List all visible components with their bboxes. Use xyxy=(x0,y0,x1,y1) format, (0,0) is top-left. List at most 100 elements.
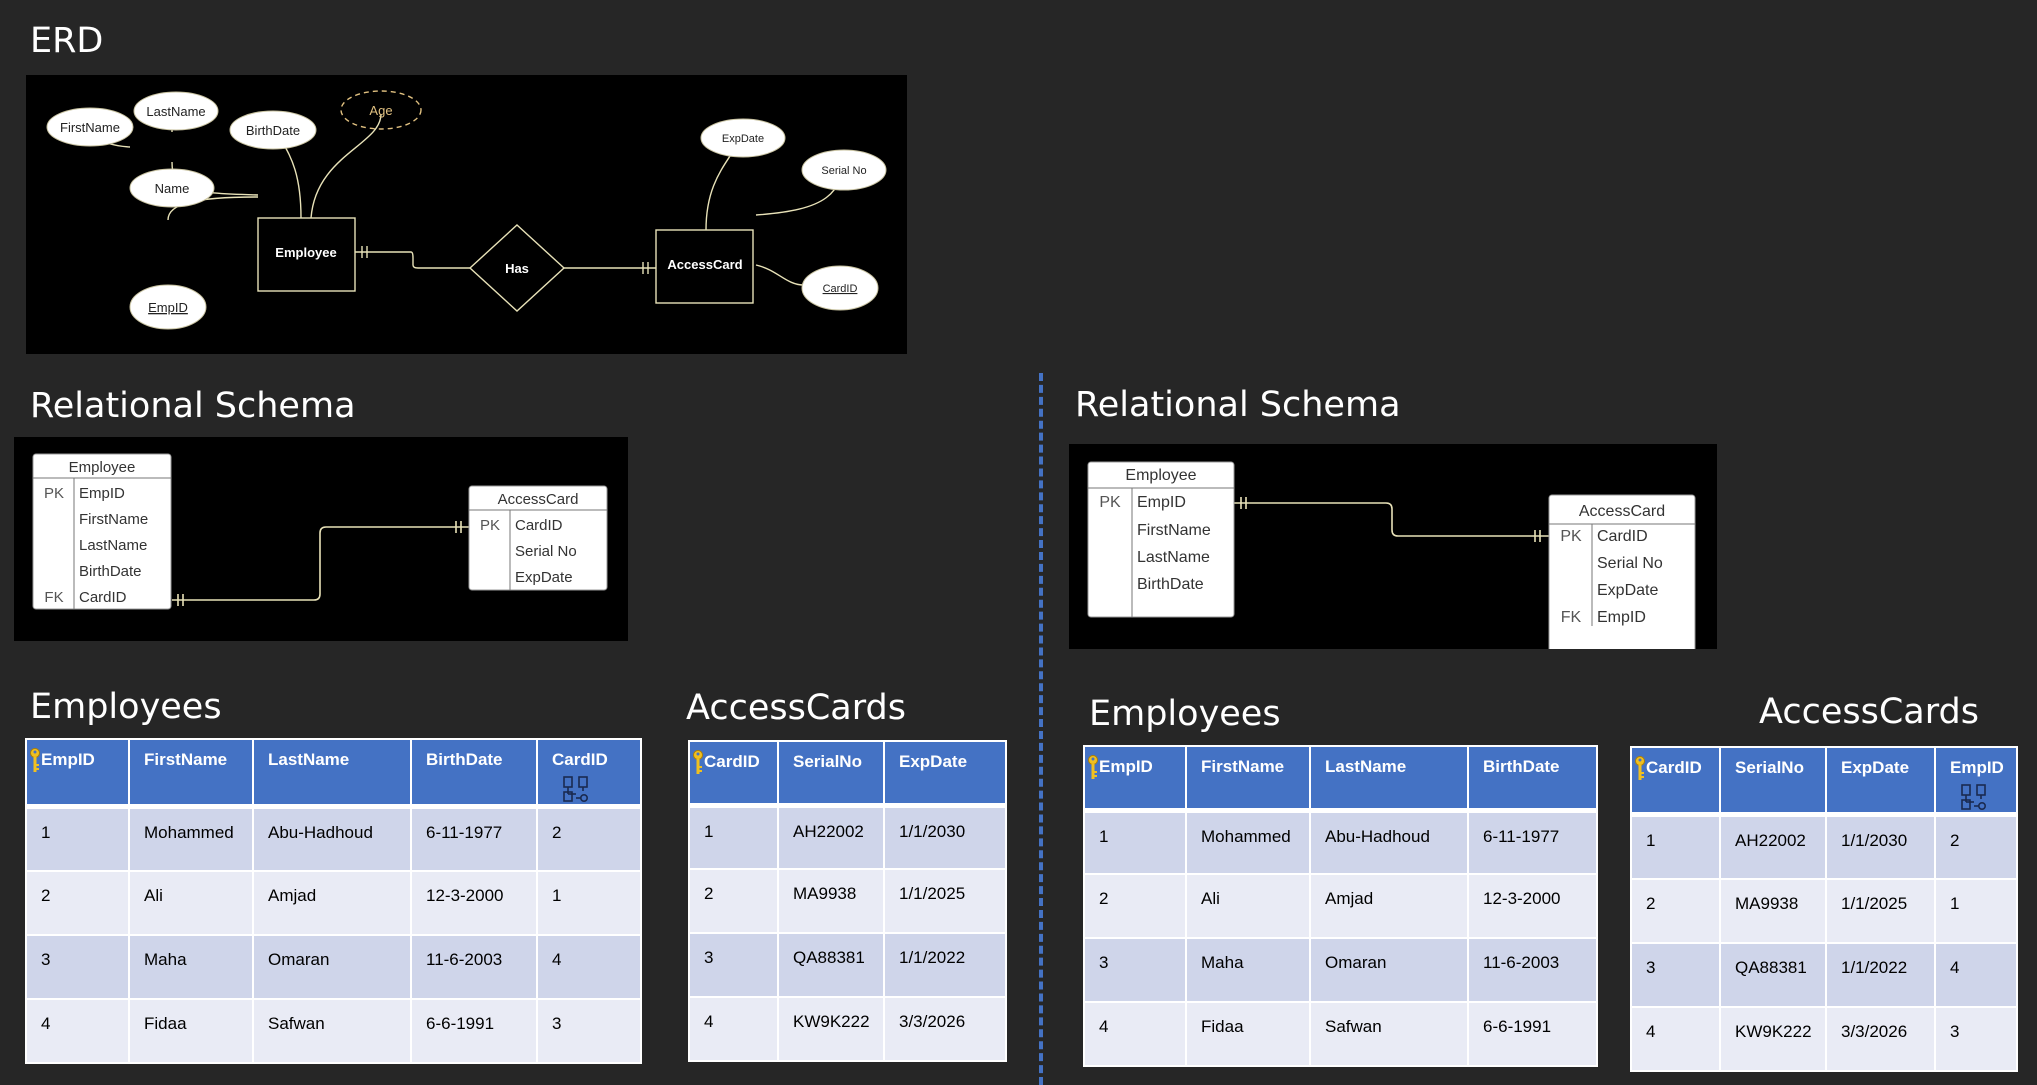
table-cell: 4 xyxy=(688,996,779,1062)
attr-name-shape xyxy=(129,168,215,208)
foreign-key-icon xyxy=(1961,784,1986,810)
table-cell: Ali xyxy=(1185,873,1311,939)
attr-serialno-shape xyxy=(801,149,887,191)
accesscards-heading-right: AccessCards xyxy=(1759,692,1979,732)
column-header-label: EmpID xyxy=(1950,758,2004,777)
table-cell: 3 xyxy=(1630,941,1721,1008)
column-header-serialno: SerialNo xyxy=(1719,746,1827,817)
attr-cardid-label: CardID xyxy=(823,283,858,295)
attr-expdate-label: ExpDate xyxy=(722,133,764,145)
column-header-label: FirstName xyxy=(1201,757,1285,776)
column-header-label: SerialNo xyxy=(1735,758,1804,777)
column-header-firstname: FirstName xyxy=(1185,745,1311,813)
entity-employee-box xyxy=(257,217,356,292)
column-header-lastname: LastName xyxy=(1309,745,1469,813)
column-header-label: CardID xyxy=(1646,758,1702,777)
schema-left-accesscard-field-2: ExpDate xyxy=(515,569,573,586)
table-cell: Safwan xyxy=(252,997,412,1064)
table-cell: Fidaa xyxy=(1185,1001,1311,1067)
table-cell: Abu-Hadhoud xyxy=(252,805,412,872)
erd-panel: FirstName LastName BirthDate Age Name Em… xyxy=(26,75,907,354)
schema-panel-right: Employee PK EmpID FirstName LastName Bir… xyxy=(1069,444,1717,678)
attr-cardid-shape xyxy=(801,265,879,311)
schema-right-accesscard-title: AccessCard xyxy=(1579,503,1665,520)
column-header-cardid: CardID xyxy=(688,740,779,808)
table-cell: 6-11-1977 xyxy=(410,805,538,872)
table-cell: 3 xyxy=(1083,937,1187,1003)
table-cell: 12-3-2000 xyxy=(1467,873,1598,939)
primary-key-icon xyxy=(1635,756,1645,780)
table-cell: 2 xyxy=(1934,813,2018,880)
table-cell: 3 xyxy=(536,997,642,1064)
table-cell: 6-6-1991 xyxy=(410,997,538,1064)
column-header-cardid: CardID xyxy=(536,738,642,809)
section-divider xyxy=(1039,373,1043,1085)
attr-age-label: Age xyxy=(369,103,392,118)
line-cardid-accesscard xyxy=(755,264,805,286)
column-header-serialno: SerialNo xyxy=(777,740,885,808)
table-cell: 1 xyxy=(1083,809,1187,875)
attr-lastname-shape xyxy=(133,91,219,131)
column-header-birthdate: BirthDate xyxy=(1467,745,1598,813)
table-cell: Maha xyxy=(128,933,254,1000)
column-header-expdate: ExpDate xyxy=(883,740,1007,808)
schema-right-employee-field-0: EmpID xyxy=(1137,494,1186,511)
attr-serialno-label: Serial No xyxy=(821,165,866,177)
schema-left-accesscard-field-0: CardID xyxy=(515,517,563,534)
column-header-label: ExpDate xyxy=(1841,758,1910,777)
table-cell: 1 xyxy=(688,804,779,870)
entity-accesscard-label: AccessCard xyxy=(667,257,742,272)
column-header-label: SerialNo xyxy=(793,752,862,771)
schema-left-employee-field-0: EmpID xyxy=(79,485,125,502)
schema-left-relationship-line xyxy=(172,526,469,601)
entity-employee-label: Employee xyxy=(275,245,336,260)
table-cell: Amjad xyxy=(1309,873,1469,939)
schema-right-employee-box xyxy=(1087,461,1235,618)
table-cell: 6-6-1991 xyxy=(1467,1001,1598,1067)
foreign-key-icon xyxy=(563,776,588,802)
table-cell: Mohammed xyxy=(128,805,254,872)
attr-birthdate-shape xyxy=(229,110,317,150)
table-cell: Mohammed xyxy=(1185,809,1311,875)
schema-left-employee-key-0: PK xyxy=(44,485,64,502)
schema-left-accesscard-box xyxy=(468,485,608,591)
table-cell: 2 xyxy=(25,869,130,936)
column-header-label: BirthDate xyxy=(1483,757,1560,776)
table-cell: 3/3/2026 xyxy=(1825,1005,1936,1072)
schema-left-employee-title: Employee xyxy=(69,459,136,476)
primary-key-icon xyxy=(30,748,40,772)
schema-left-employee-field-1: FirstName xyxy=(79,511,148,528)
employees-heading-left: Employees xyxy=(30,687,222,727)
table-cell: 1/1/2030 xyxy=(1825,813,1936,880)
line-age-employee xyxy=(310,113,382,219)
attr-name-label: Name xyxy=(155,181,190,196)
table-cell: 1 xyxy=(1630,813,1721,880)
table-cell: KW9K222 xyxy=(1719,1005,1827,1072)
table-cell: 4 xyxy=(1934,941,2018,1008)
schema-right-accesscard-field-0: CardID xyxy=(1597,528,1648,545)
schema-right-employee-title: Employee xyxy=(1125,467,1196,484)
column-header-lastname: LastName xyxy=(252,738,412,809)
attr-empid-shape xyxy=(129,284,207,330)
table-cell: Omaran xyxy=(252,933,412,1000)
erd-heading: ERD xyxy=(30,21,104,61)
schema-right-accesscard-key-0: PK xyxy=(1560,528,1582,545)
column-header-firstname: FirstName xyxy=(128,738,254,809)
table-cell: MA9938 xyxy=(1719,877,1827,944)
schema-right-employee-key-0: PK xyxy=(1099,494,1121,511)
table-cell: 2 xyxy=(688,868,779,934)
line-employee-has xyxy=(355,251,470,269)
schema-left-employee-box xyxy=(32,453,172,610)
column-header-empid: EmpID xyxy=(1934,746,2018,817)
schema-right-relationship-line xyxy=(1234,502,1549,537)
table-cell: 2 xyxy=(1083,873,1187,939)
attr-firstname-shape xyxy=(46,107,134,147)
schema-right-accesscard-field-3: EmpID xyxy=(1597,609,1646,626)
schema-right-employee-field-2: LastName xyxy=(1137,549,1210,566)
